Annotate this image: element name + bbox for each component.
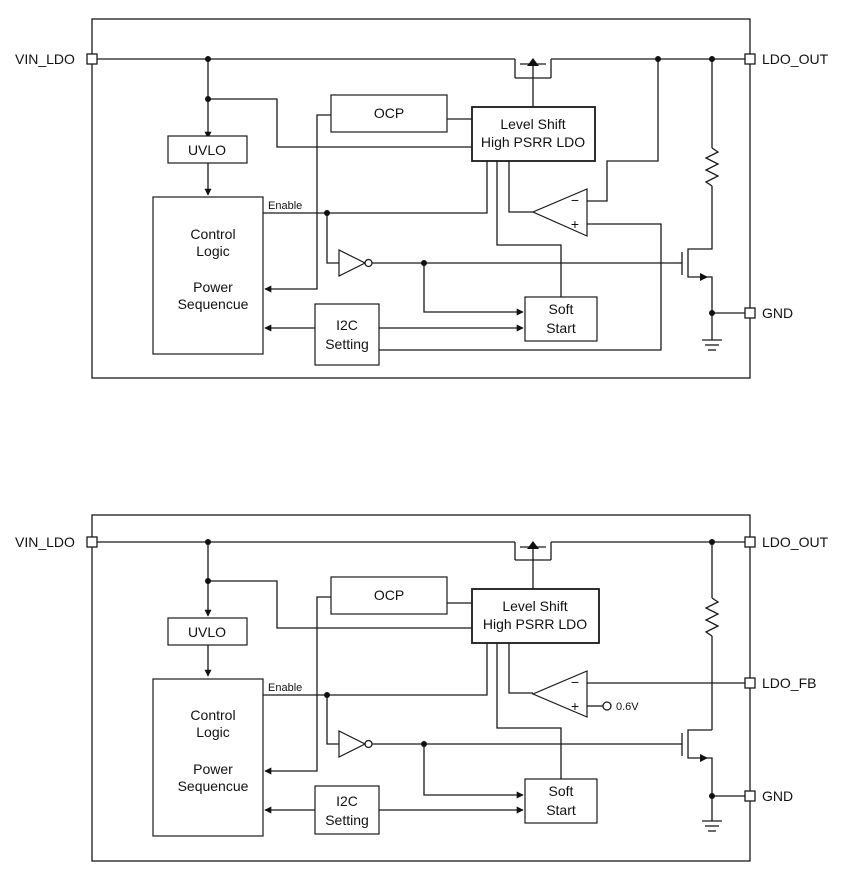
inverter-icon — [338, 730, 367, 758]
uvlo-label: UVLO — [188, 624, 226, 640]
uvlo-label: UVLO — [188, 142, 226, 158]
vref-label: 0.6V — [616, 701, 639, 713]
ldo-label-line2: High PSRR LDO — [481, 134, 585, 150]
i2c-label-line2: Setting — [325, 812, 369, 828]
uvlo-block — [167, 617, 248, 646]
enable-label: Enable — [268, 682, 302, 694]
pin-ldo-out — [744, 536, 756, 548]
chip-outline — [91, 18, 751, 379]
pin-gnd-label: GND — [762, 305, 793, 321]
pin-vin-label: VIN_LDO — [15, 534, 75, 550]
pin-ldo-fb — [744, 677, 756, 689]
pin-gnd — [744, 790, 756, 802]
soft-start-line1: Soft — [549, 301, 574, 317]
i2c-label-line1: I2C — [336, 793, 358, 809]
i2c-label-line2: Setting — [325, 336, 369, 352]
pin-gnd — [744, 307, 756, 319]
i2c-label-line1: I2C — [336, 317, 358, 333]
ocp-label: OCP — [374, 587, 404, 603]
control-label-line3: Power — [193, 761, 233, 777]
amp-plus: + — [571, 698, 579, 714]
ocp-label: OCP — [374, 105, 404, 121]
control-label-line1: Control — [190, 226, 235, 242]
ocp-block — [330, 94, 448, 133]
enable-label: Enable — [268, 200, 302, 212]
diagram-internal-feedback: VIN_LDO LDO_OUT GND — [15, 18, 829, 379]
ldo-block — [471, 588, 600, 644]
error-amplifier — [531, 670, 588, 718]
uvlo-block — [167, 135, 248, 164]
pin-gnd-label: GND — [762, 788, 793, 804]
pin-ldo-out-label: LDO_OUT — [762, 51, 829, 67]
control-logic-block — [152, 196, 264, 355]
ldo-label-line1: Level Shift — [500, 116, 565, 132]
amp-minus: − — [571, 674, 579, 690]
soft-start-line2: Start — [546, 320, 576, 336]
pin-ldo-fb-label: LDO_FB — [762, 675, 816, 691]
ocp-block — [330, 576, 448, 615]
soft-start-block — [524, 296, 598, 342]
control-label-line3: Power — [193, 279, 233, 295]
diagram-external-feedback: VIN_LDO LDO_OUT LDO_FB GND — [15, 514, 829, 862]
pin-vin-label: VIN_LDO — [15, 51, 75, 67]
wires — [97, 58, 745, 351]
soft-start-block — [524, 778, 598, 824]
ldo-label-line1: Level Shift — [502, 598, 567, 614]
amp-minus: − — [571, 192, 579, 208]
ldo-block — [471, 106, 596, 162]
error-amplifier — [531, 188, 588, 237]
control-label-line2: Logic — [196, 724, 229, 740]
wires — [97, 541, 745, 832]
inverter-icon — [338, 249, 367, 277]
control-label-line1: Control — [190, 707, 235, 723]
control-label-line4: Sequencue — [178, 778, 249, 794]
i2c-block — [314, 785, 380, 835]
pin-ldo-out — [744, 53, 756, 65]
control-label-line4: Sequencue — [178, 296, 249, 312]
control-label-line2: Logic — [196, 243, 229, 259]
pin-ldo-out-label: LDO_OUT — [762, 534, 829, 550]
pin-vin — [86, 536, 98, 548]
soft-start-line1: Soft — [549, 783, 574, 799]
ldo-label-line2: High PSRR LDO — [483, 616, 587, 632]
pmos-pass-transistor-icon — [514, 541, 552, 589]
pmos-pass-transistor-icon — [514, 58, 552, 107]
i2c-block — [314, 303, 380, 366]
pin-vin — [86, 53, 98, 65]
control-logic-block — [152, 678, 264, 837]
amp-plus: + — [571, 216, 579, 232]
soft-start-line2: Start — [546, 802, 576, 818]
vref-terminal — [602, 701, 612, 711]
